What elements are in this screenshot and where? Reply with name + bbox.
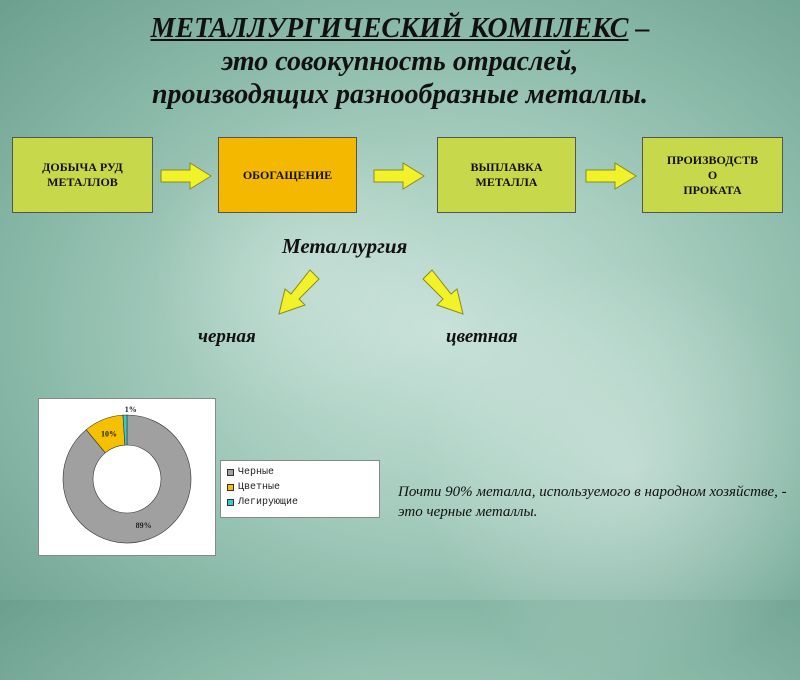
arrow-right-icon — [373, 162, 425, 190]
background-glow — [420, 260, 800, 680]
step-rolling-line1: ПРОИЗВОДСТВ — [666, 152, 759, 167]
donut-chart-frame: 89% 10% 1% — [38, 398, 216, 556]
step-mining-line1: ДОБЫЧА РУД — [42, 160, 123, 174]
legend-label: Легирующие — [238, 497, 299, 508]
title-heading: МЕТАЛЛУРГИЧЕСКИЙ КОМПЛЕКС — [150, 13, 629, 44]
title-line-3: производящих разнообразные металлы. — [151, 79, 648, 110]
arrow-down-left-icon — [278, 269, 320, 315]
title-dash: – — [628, 13, 650, 44]
arrow-right-icon — [160, 162, 212, 190]
branch-nonferrous-label: цветная — [446, 326, 518, 347]
legend-item-nonferrous: Цветные — [227, 480, 373, 495]
step-mining-line2: МЕТАЛЛОВ — [47, 175, 118, 189]
legend-item-ferrous: Черные — [227, 465, 373, 480]
legend-swatch — [227, 484, 234, 491]
step-rolling-line2: О — [707, 167, 718, 182]
legend-swatch — [227, 499, 234, 506]
legend-label: Цветные — [238, 482, 281, 493]
legend-swatch — [227, 469, 234, 476]
step-smelting-line2: МЕТАЛЛА — [475, 175, 538, 189]
donut-data-label-2: 1% — [125, 405, 137, 414]
legend-label: Черные — [238, 467, 275, 478]
branch-ferrous-label: черная — [198, 326, 256, 347]
page-title: МЕТАЛЛУРГИЧЕСКИЙ КОМПЛЕКС – это совокупн… — [0, 12, 800, 111]
branch-root-label: Металлургия — [282, 234, 408, 258]
summary-note: Почти 90% металла, используемого в народ… — [398, 484, 787, 520]
legend-item-alloying: Легирующие — [227, 495, 373, 510]
arrow-right-icon — [585, 162, 637, 190]
donut-data-label-1: 10% — [101, 429, 117, 438]
step-rolling-line3: ПРОКАТА — [683, 182, 742, 197]
title-line-2: это совокупность отраслей, — [221, 46, 579, 77]
donut-chart: 89% 10% 1% — [62, 405, 192, 544]
chart-legend: Черные Цветные Легирующие — [220, 460, 380, 518]
donut-slice-0 — [62, 414, 192, 544]
step-enrichment: ОБОГАЩЕНИЕ — [218, 137, 357, 213]
donut-slice-2 — [122, 414, 128, 446]
donut-data-label-0: 89% — [136, 521, 152, 530]
step-smelting-line1: ВЫПЛАВКА — [470, 160, 543, 174]
arrow-down-right-icon — [422, 269, 464, 315]
step-enrichment-line1: ОБОГАЩЕНИЕ — [242, 167, 333, 182]
